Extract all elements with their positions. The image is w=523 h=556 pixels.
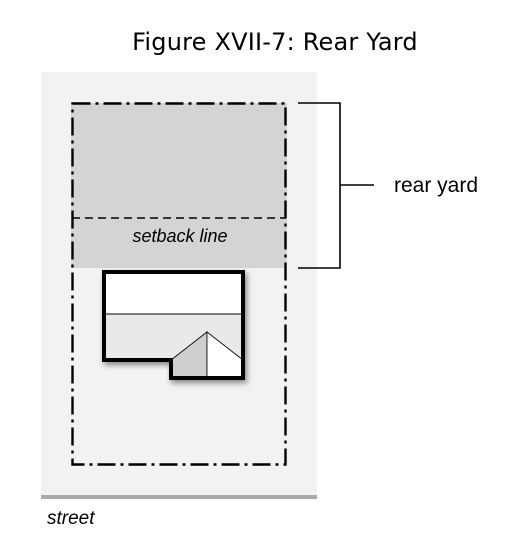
house bbox=[102, 270, 245, 380]
rear-yard-bracket bbox=[298, 102, 374, 269]
setback-line-label: setback line bbox=[132, 226, 227, 246]
street-label: street bbox=[47, 508, 95, 529]
rear-yard-label: rear yard bbox=[394, 174, 478, 197]
property-line bbox=[71, 102, 287, 466]
figure-title: Figure XVII-7: Rear Yard bbox=[132, 28, 418, 56]
rear-yard-area bbox=[71, 103, 287, 268]
house-outline bbox=[102, 270, 245, 380]
house-upper-section bbox=[104, 272, 243, 314]
